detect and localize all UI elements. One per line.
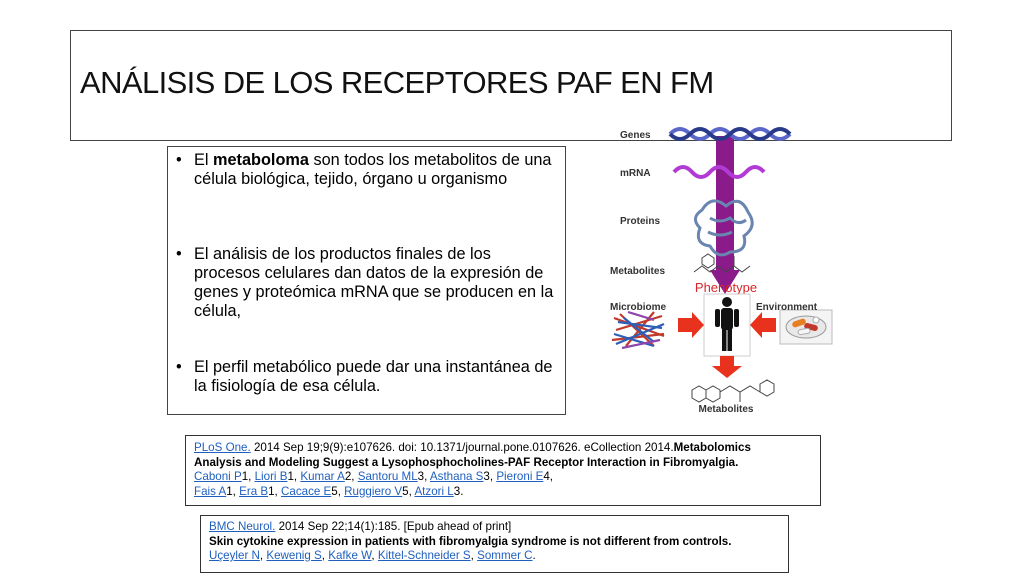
author-affiliation: 3, <box>417 470 430 483</box>
author-affiliation: 1, <box>268 484 281 498</box>
bullet-metaboloma: • El metaboloma son todos los metabolito… <box>176 151 560 189</box>
author-link[interactable]: Ruggiero V <box>344 484 403 498</box>
ref1-line2: Analysis and Modeling Suggest a Lysophos… <box>194 456 812 471</box>
author-affiliation: . <box>532 549 536 562</box>
author-link[interactable]: Kumar A <box>300 470 345 483</box>
author-affiliation: 4, <box>543 470 554 483</box>
label-environment: Environment <box>756 302 818 313</box>
bullet-dot: • <box>176 245 182 263</box>
bullet-profile: • El perfil metabólico puede dar una ins… <box>176 358 560 396</box>
author-affiliation: 5, <box>402 484 415 498</box>
label-proteins: Proteins <box>620 216 660 227</box>
author-link[interactable]: Sommer C <box>477 549 533 562</box>
author-link[interactable]: Pieroni E <box>496 470 544 483</box>
ref1-journal-link[interactable]: PLoS One. <box>194 441 251 454</box>
author-affiliation: 1, <box>241 470 255 483</box>
author-affiliation: 2, <box>344 470 358 483</box>
author-link[interactable]: Atzori L <box>414 484 454 498</box>
author-link[interactable]: Caboni P <box>194 470 242 483</box>
ref2-citation: 2014 Sep 22;14(1):185. [Epub ahead of pr… <box>275 520 512 533</box>
author-link[interactable]: Era B <box>239 484 269 498</box>
ref2-line1: BMC Neurol. 2014 Sep 22;14(1):185. [Epub… <box>209 520 780 535</box>
pills-icon <box>785 315 827 339</box>
author-affiliation: 3, <box>483 470 497 483</box>
author-link[interactable]: Fais A <box>194 484 227 498</box>
ref2-line2: Skin cytokine expression in patients wit… <box>209 535 780 550</box>
title-box: ANÁLISIS DE LOS RECEPTORES PAF EN FM <box>70 30 952 141</box>
omics-diagram: Genes mRNA Proteins Metabolites Phenotyp… <box>610 127 833 415</box>
author-affiliation: , <box>321 549 329 562</box>
reference-plos: PLoS One. 2014 Sep 19;9(9):e107626. doi:… <box>185 435 821 506</box>
bullet-1-bold: metaboloma <box>213 151 309 169</box>
author-affiliation: , <box>259 549 267 562</box>
bullet-analysis: • El análisis de los productos finales d… <box>176 245 560 321</box>
label-genes: Genes <box>620 130 651 141</box>
author-link[interactable]: Uçeyler N <box>209 549 260 562</box>
bullet-1-pre: El <box>194 151 214 169</box>
slide-title: ANÁLISIS DE LOS RECEPTORES PAF EN FM <box>80 65 714 100</box>
author-affiliation: , <box>371 549 378 562</box>
bullet-box: • El metaboloma son todos los metabolito… <box>167 146 566 415</box>
environment-arrow <box>750 312 776 338</box>
dna-helix-icon <box>668 127 792 141</box>
label-metabolites-top: Metabolites <box>610 266 665 277</box>
ref2-authors-line: Uçeyler N, Kewenig S, Kafke W, Kittel-Sc… <box>209 549 780 564</box>
author-affiliation: 1, <box>287 470 301 483</box>
ref1-title-a: Metabolomics <box>673 441 751 454</box>
cascade-arrow-head <box>710 270 740 294</box>
author-affiliation: 5, <box>331 484 345 498</box>
author-link[interactable]: Santoru ML <box>357 470 418 483</box>
author-link[interactable]: Asthana S <box>429 470 484 483</box>
bullet-dot: • <box>176 358 182 376</box>
ref1-authors-line1: Caboni P1, Liori B1, Kumar A2, Santoru M… <box>194 470 812 485</box>
metabolite-molecule-bottom-icon <box>691 379 775 403</box>
bullet-dot: • <box>176 151 182 169</box>
ref1-authors-line2: Fais A1, Era B1, Cacace E5, Ruggiero V5,… <box>194 485 812 500</box>
author-link[interactable]: Kittel-Schneider S <box>377 549 471 562</box>
author-link[interactable]: Liori B <box>254 470 288 483</box>
human-figure-icon <box>715 297 739 351</box>
ref1-citation: 2014 Sep 19;9(9):e107626. doi: 10.1371/j… <box>250 441 674 454</box>
author-link[interactable]: Cacace E <box>281 484 332 498</box>
protein-structure-icon <box>694 199 754 257</box>
author-link[interactable]: Kewenig S <box>266 549 322 562</box>
label-microbiome: Microbiome <box>610 302 667 313</box>
label-mrna: mRNA <box>620 168 651 179</box>
author-affiliation: 1, <box>226 484 240 498</box>
microbiome-arrow <box>678 312 704 338</box>
metabolite-molecule-icon <box>693 253 751 273</box>
label-phenotype: Phenotype <box>695 280 757 295</box>
mrna-wave-icon <box>672 165 766 179</box>
reference-bmc: BMC Neurol. 2014 Sep 22;14(1):185. [Epub… <box>200 515 789 573</box>
bullet-3-text: El perfil metabólico puede dar una insta… <box>194 358 553 395</box>
ref1-title-b: Analysis and Modeling Suggest a Lysophos… <box>194 455 739 469</box>
ref2-journal-link[interactable]: BMC Neurol. <box>209 520 276 533</box>
author-link[interactable]: Kafke W <box>328 549 372 562</box>
bullet-1-post: son todos los metabolitos de una célula … <box>194 151 552 188</box>
author-affiliation: , <box>470 549 478 562</box>
bullet-2-text: El análisis de los productos finales de … <box>194 245 554 320</box>
microbiome-icon <box>611 310 665 350</box>
author-affiliation: 3. <box>453 484 464 498</box>
metabolites-arrow <box>712 356 742 378</box>
ref1-line1: PLoS One. 2014 Sep 19;9(9):e107626. doi:… <box>194 441 812 456</box>
ref2-title: Skin cytokine expression in patients wit… <box>209 534 732 548</box>
label-metabolites-bottom: Metabolites <box>698 404 753 415</box>
